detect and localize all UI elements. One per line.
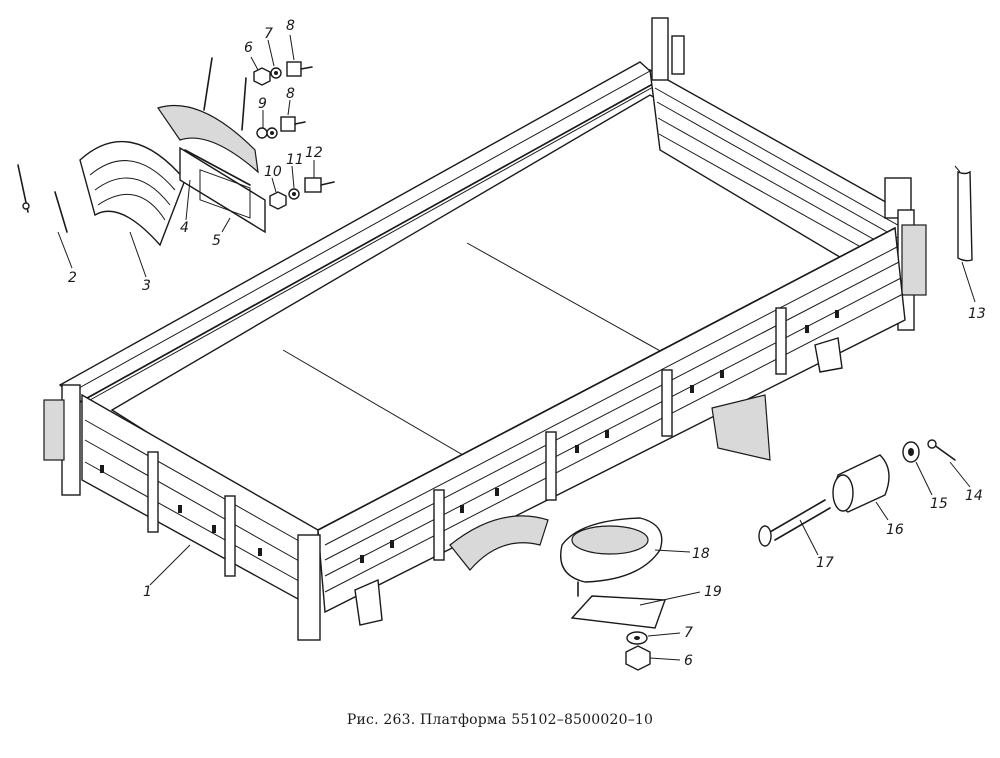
callout-5: 5 (212, 233, 221, 249)
underside-parts (354, 337, 843, 626)
bracket-part-13 (954, 165, 973, 262)
bolt-8b-icon (280, 116, 296, 132)
callout-3: 3 (142, 278, 151, 294)
callout-17: 17 (816, 555, 834, 571)
callout-6-lower: 6 (684, 653, 693, 669)
callout-8-middle: 8 (286, 86, 295, 102)
front-headboard (649, 17, 927, 331)
callout-4: 4 (180, 220, 189, 236)
nut-6b-icon (625, 645, 651, 671)
callout-13: 13 (968, 306, 986, 322)
bolt-12-icon (304, 177, 322, 193)
callout-16: 16 (886, 522, 904, 538)
callout-14: 14 (965, 488, 983, 504)
callout-6-upper: 6 (244, 40, 253, 56)
near-side-board (81, 226, 906, 614)
callout-7-lower: 7 (684, 625, 693, 641)
callout-9: 9 (258, 96, 267, 112)
mudguard-part-3 (79, 140, 186, 247)
axle-17-icon (769, 499, 826, 533)
callout-11: 11 (286, 152, 304, 168)
bolt-8-icon (286, 61, 302, 77)
washer-9-icon (256, 127, 268, 139)
callout-18: 18 (692, 546, 710, 562)
callout-10: 10 (264, 164, 282, 180)
figure-caption: Рис. 263. Платформа 55102–8500020–10 (346, 712, 654, 728)
callout-8-upper: 8 (286, 18, 295, 34)
plate-19-icon (570, 595, 666, 629)
callout-19: 19 (704, 584, 722, 600)
callout-15: 15 (930, 496, 948, 512)
nut-6-icon (253, 67, 271, 86)
fasteners-group (253, 61, 335, 210)
callout-1: 1 (143, 584, 152, 600)
pin-part-2 (17, 164, 68, 233)
buffer-assembly (560, 517, 666, 671)
callout-2: 2 (68, 270, 77, 286)
tailgate (43, 384, 321, 641)
callout-12: 12 (305, 145, 323, 161)
nut-10-icon (269, 191, 287, 210)
roller-assembly (758, 439, 956, 547)
callout-labels: 2 3 4 5 6 7 8 8 9 10 11 12 13 14 15 16 1… (68, 18, 986, 669)
plate-part-5 (179, 146, 266, 234)
bracket-part-4 (157, 57, 259, 186)
leader-lines (57, 34, 976, 661)
callout-7-upper: 7 (264, 26, 273, 42)
cargo-platform (43, 17, 927, 641)
